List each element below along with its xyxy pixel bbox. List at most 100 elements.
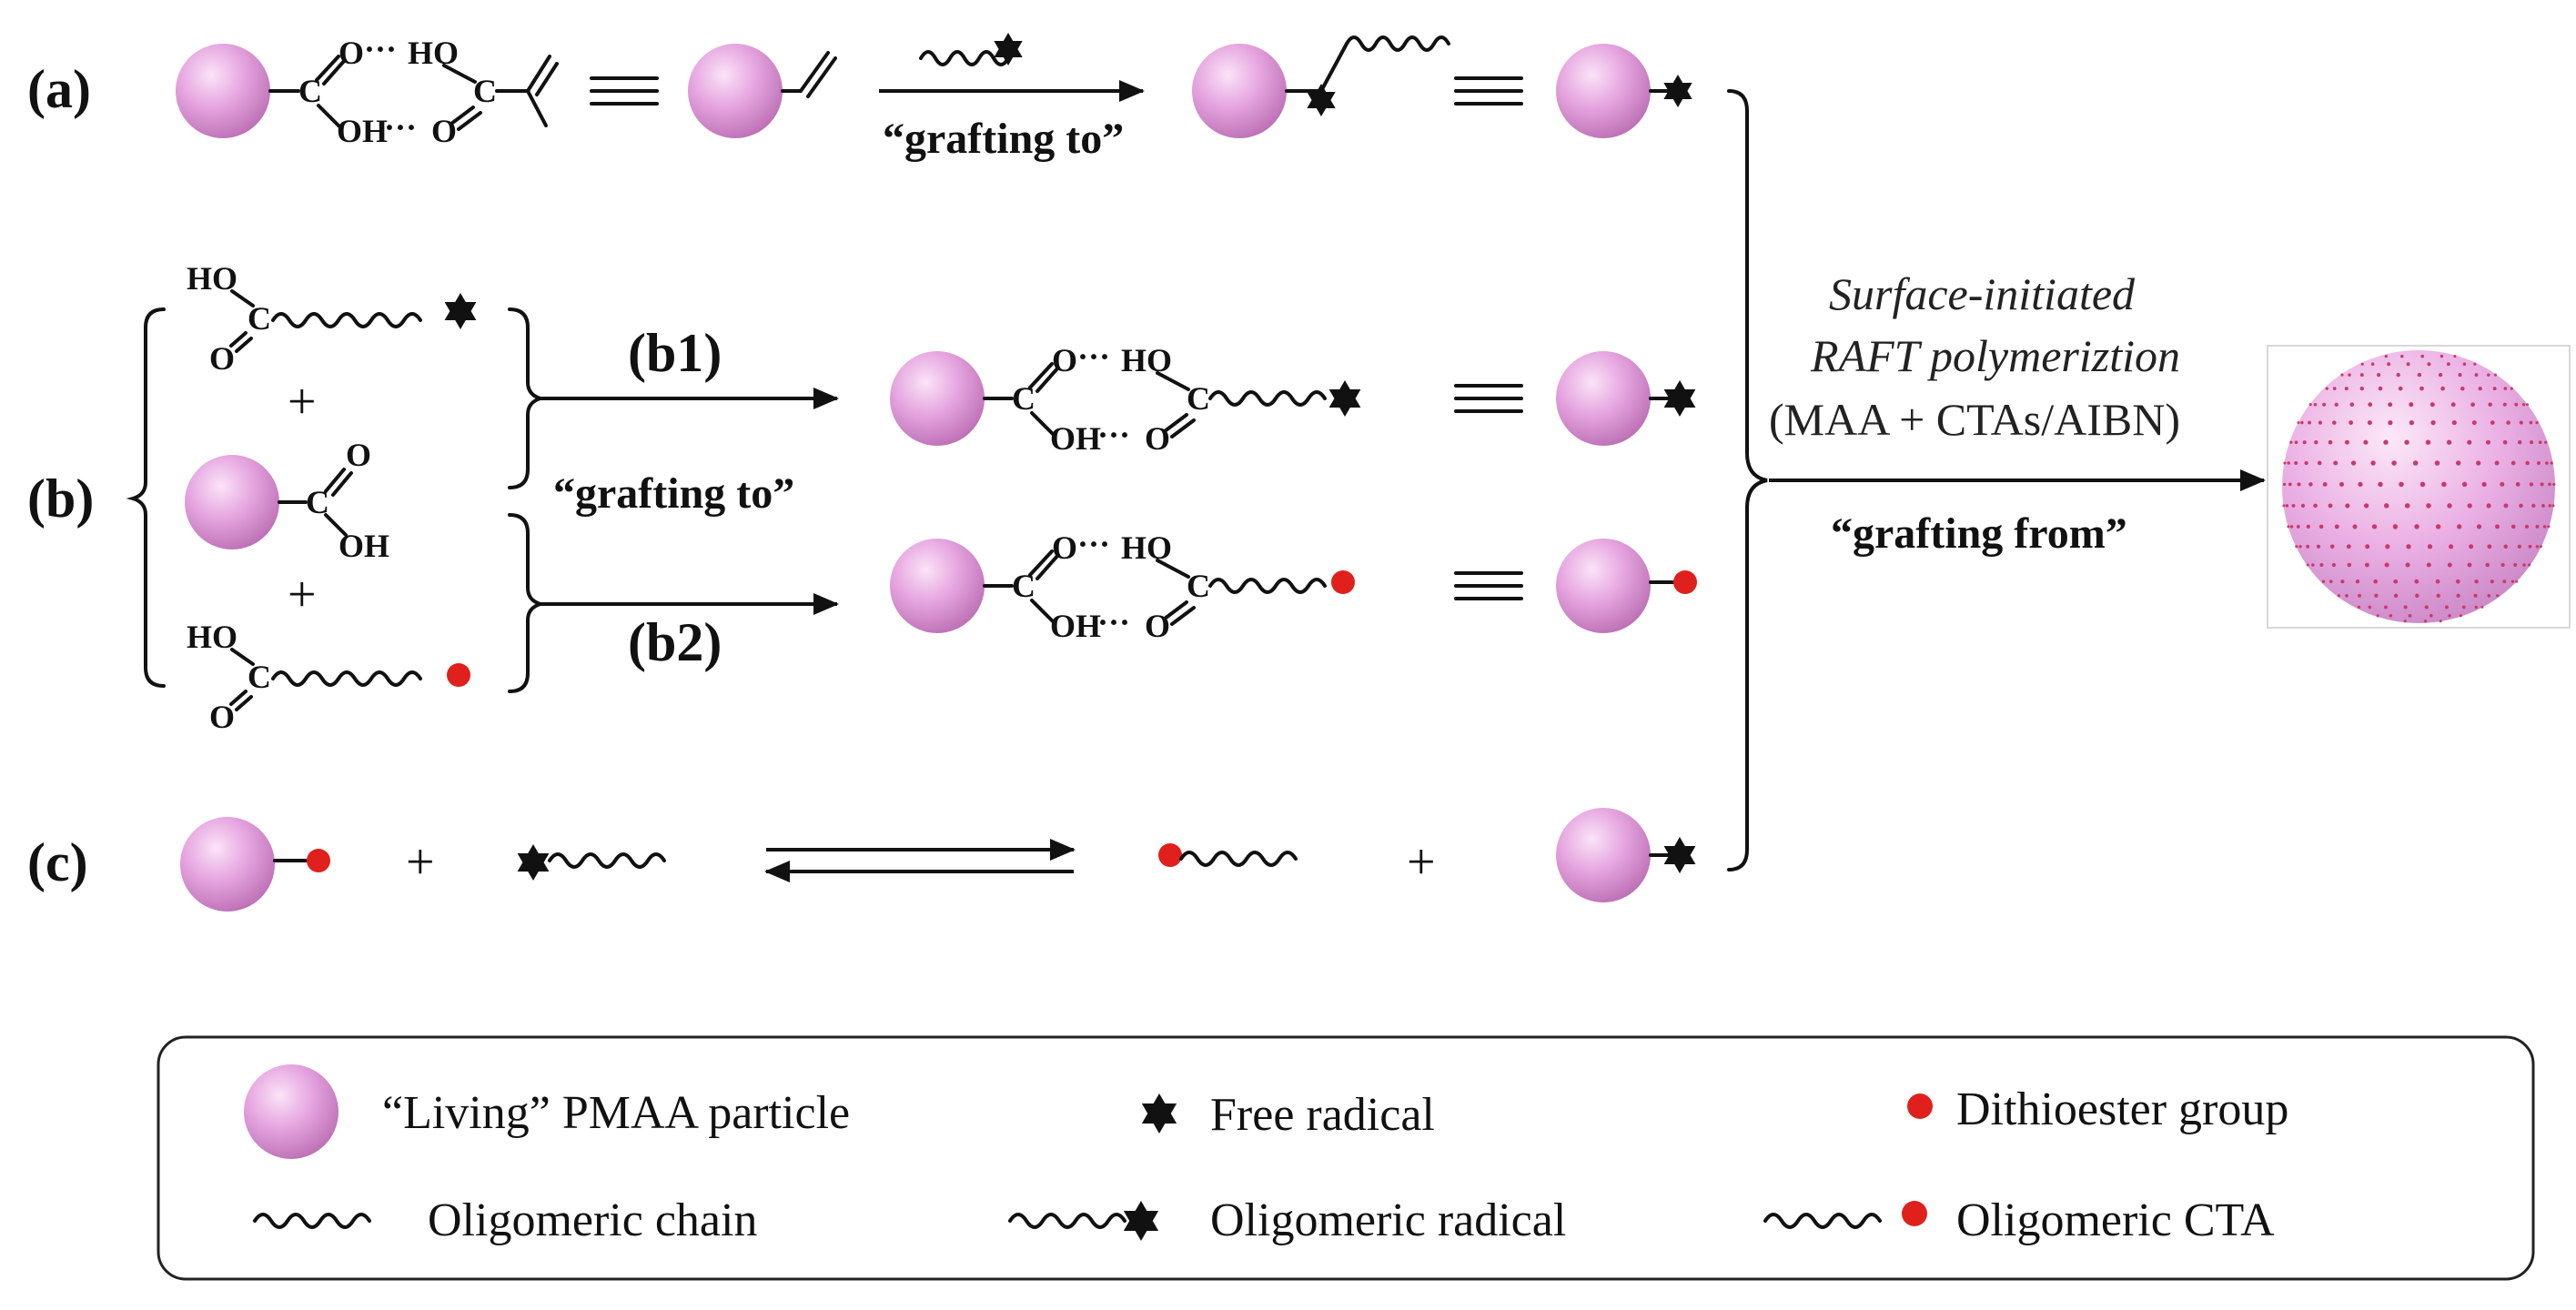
grafted-chain-dot — [2510, 460, 2516, 466]
legend-particle-icon — [244, 1064, 338, 1159]
grafted-chain-dot — [2474, 373, 2479, 378]
carbon-atom: C — [247, 300, 271, 337]
grafted-chain-dot — [2461, 481, 2468, 488]
grafted-chain-dot — [2538, 440, 2542, 445]
grafted-chain-dot — [2349, 420, 2354, 426]
grafted-chain-dot — [2487, 373, 2490, 377]
grafted-chain-dot — [2517, 439, 2522, 445]
grafted-chain-dot — [2325, 387, 2329, 390]
grafted-chain-dot — [2383, 439, 2389, 445]
grafted-chain-dot — [2345, 503, 2350, 509]
grafted-chain-dot — [2455, 579, 2460, 584]
oligomeric-radical-reagent — [919, 33, 1023, 66]
grafted-chain-dot — [2384, 562, 2389, 568]
pmaa-particle — [1556, 351, 1651, 446]
grafted-chain-dot — [2476, 524, 2482, 529]
grafted-chain-dot — [2300, 420, 2304, 425]
grafted-chain-dot — [2429, 613, 2433, 618]
grafted-chain-dot — [2506, 420, 2510, 425]
plus-sign: + — [1407, 834, 1436, 891]
grafted-chain-dot — [2374, 593, 2379, 598]
grafted-chain-dot — [2288, 482, 2292, 487]
grafted-chain-dot — [2530, 440, 2534, 445]
plus-sign: + — [288, 374, 317, 430]
grafted-chain-dot — [2289, 440, 2293, 444]
pmaa-particle — [185, 455, 279, 549]
grafted-chain-dot — [2457, 524, 2462, 529]
grafted-chain-dot — [2340, 373, 2344, 377]
grafted-chain-dot — [2385, 544, 2390, 549]
grafted-chain-dot — [2480, 605, 2484, 609]
acid-terminated-oligomeric-cta: HO C O — [187, 619, 470, 735]
b2-label: (b2) — [628, 612, 722, 672]
legend-oligomeric-radical-label: Oligomeric radical — [1210, 1194, 1566, 1246]
grafting-from-caption: “grafting from” — [1831, 509, 2127, 558]
grafted-chain-dot — [2467, 503, 2472, 509]
grafted-chain-dot — [2389, 614, 2393, 618]
grafted-chain-dot — [2373, 579, 2379, 584]
grafted-chain-dot — [2306, 544, 2310, 549]
pmaa-particle — [1556, 44, 1651, 138]
grafted-chain-dot — [2467, 439, 2472, 445]
grafted-chain-dot — [2440, 354, 2444, 358]
particle-with-carboxylic-acid: C O OH — [185, 437, 389, 564]
grafted-chain-dot — [2409, 419, 2415, 426]
grafted-chain-dot — [2322, 402, 2327, 407]
grafted-chain-dot — [2306, 563, 2309, 567]
grafted-chain-dot — [2471, 420, 2477, 426]
legend-oligomeric-cta-icon — [1763, 1201, 1927, 1229]
grafted-chain-dot — [2481, 481, 2487, 488]
grafted-chain-dot — [2313, 402, 2318, 407]
conditions-line-1: Surface-initiated — [1829, 268, 2136, 319]
grafted-chain-dot — [2384, 605, 2388, 610]
grafted-chain-dot — [2308, 403, 2312, 407]
grafted-chain-dot — [2319, 563, 2324, 567]
grafted-chain-dot — [2289, 525, 2294, 529]
grafted-chain-dot — [2510, 387, 2513, 390]
grafted-chain-dot — [2435, 579, 2440, 584]
grafted-chain-dot — [2334, 402, 2339, 407]
pmaa-particle — [180, 817, 275, 912]
svg-text:···: ··· — [1077, 526, 1110, 562]
dithioester-group-icon — [447, 663, 470, 687]
grafted-chain-dot — [2331, 562, 2337, 568]
grafted-chain-dot — [2332, 420, 2337, 425]
oligomeric-cta-product — [1158, 843, 1298, 867]
grafted-chain-dot — [2521, 403, 2526, 407]
grafted-chain-dot — [2494, 460, 2500, 466]
grafted-chain-dot — [2359, 373, 2364, 378]
grafted-chain-dot — [2403, 605, 2408, 610]
grafted-chain-dot — [2545, 461, 2549, 465]
grafted-chain-dot — [2314, 440, 2318, 445]
grafted-chain-dot — [2419, 481, 2426, 488]
svg-text:···: ··· — [1077, 338, 1110, 375]
grafted-chain-dot — [2420, 354, 2425, 358]
grafted-chain-dot — [2519, 420, 2523, 425]
grafted-chain-dot — [2364, 562, 2369, 568]
grafted-chain-dot — [2414, 524, 2419, 529]
grafted-chain-dot — [2306, 524, 2310, 529]
grafted-chain-dot — [2514, 402, 2519, 407]
grafted-chain-dot — [2473, 593, 2478, 598]
grafted-chain-dot — [2510, 524, 2516, 529]
grafted-chain-dot — [2446, 439, 2452, 445]
grafted-chain-dot — [2404, 503, 2410, 509]
grafted-chain-dot — [2425, 439, 2431, 445]
legend-particle-label: “Living” PMAA particle — [382, 1087, 850, 1139]
carbon-atom: C — [1187, 380, 1210, 417]
legend-dithioester-label: Dithioester group — [1956, 1083, 2288, 1135]
grafted-chain-dot — [2417, 372, 2422, 378]
grafted-chain-dot — [2334, 524, 2339, 529]
legend-oligomeric-chain-label: Oligomeric chain — [428, 1194, 757, 1246]
vinyl-group — [781, 51, 837, 98]
acid-terminated-oligomeric-radical: HO C O — [187, 260, 477, 377]
grafted-chain-dot — [2444, 605, 2449, 610]
grafted-chain-dot — [2496, 594, 2500, 598]
grafted-chain-dot — [2485, 439, 2491, 445]
row-b-label: (b) — [27, 469, 94, 529]
svg-text:···: ··· — [1097, 417, 1130, 453]
grafted-chain-dot — [2368, 605, 2372, 610]
grafted-chain-dot — [2294, 461, 2298, 465]
grafted-chain-dot — [2393, 593, 2399, 599]
